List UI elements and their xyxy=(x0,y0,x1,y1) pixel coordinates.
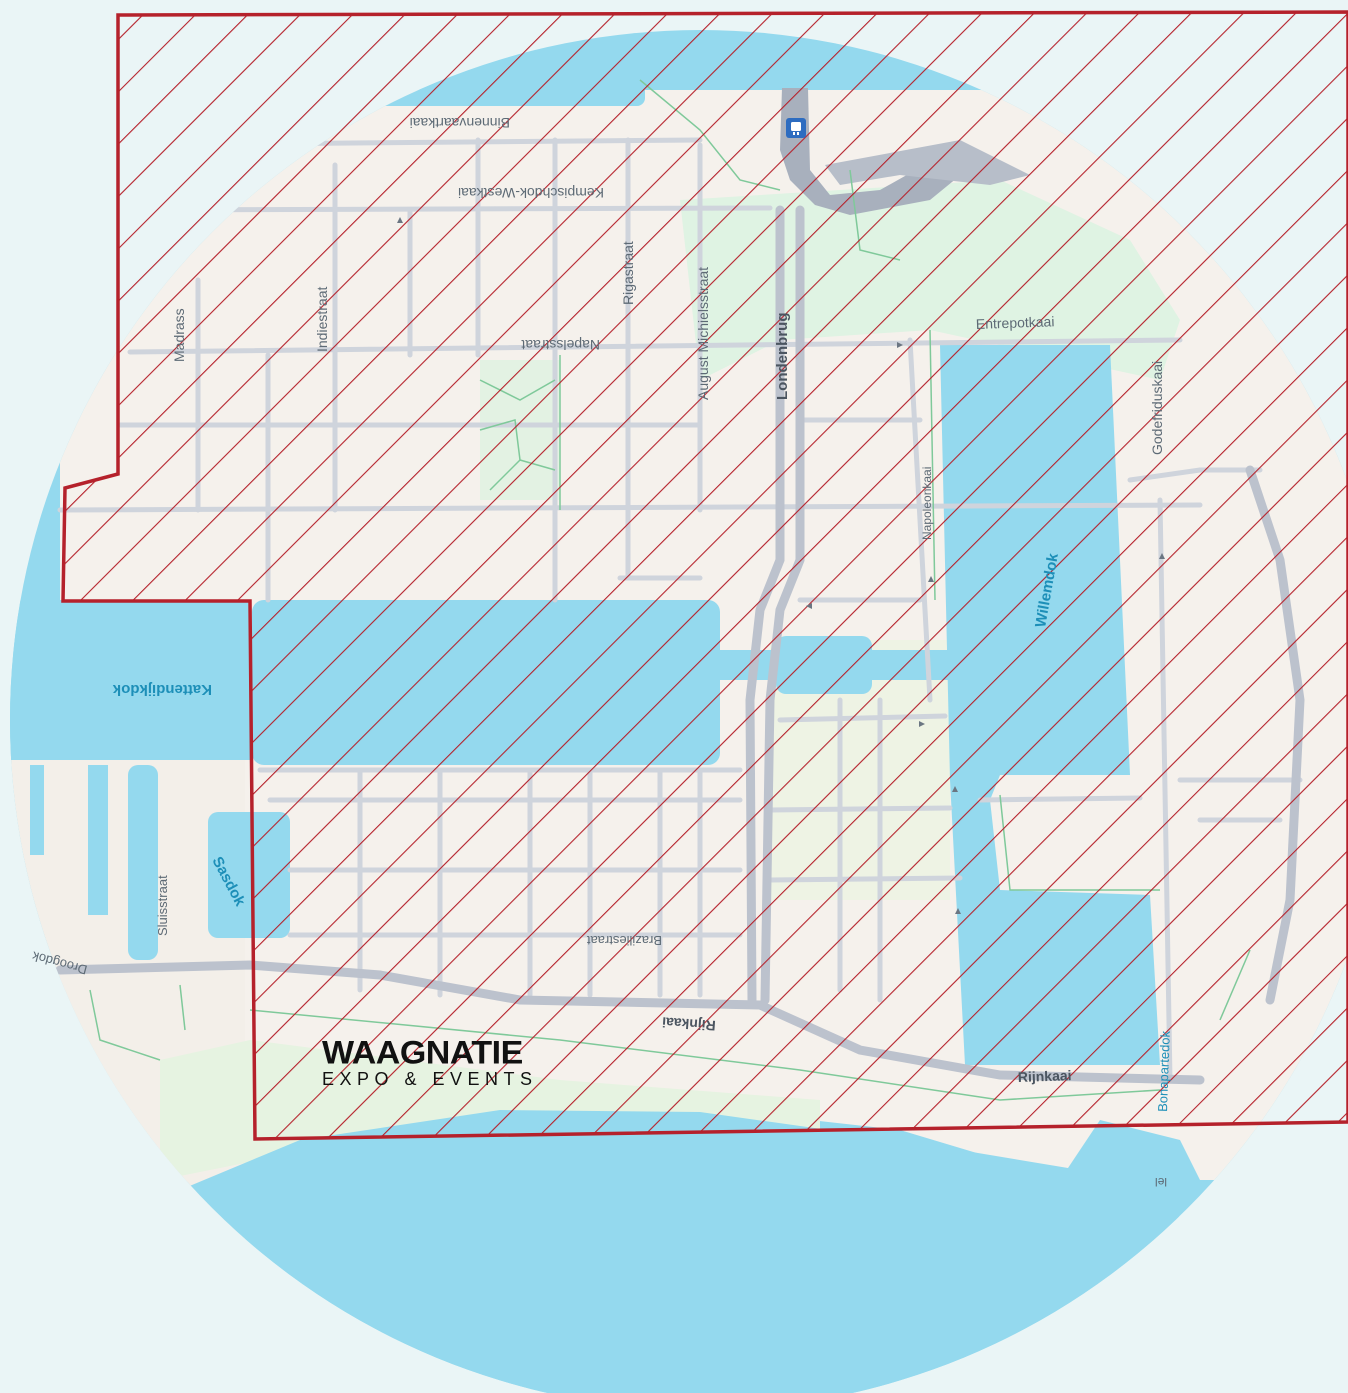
label-napoleonkaai: Napoleonkaai xyxy=(920,467,934,540)
label-napelsstraat: Napelsstraat xyxy=(521,337,600,353)
tram-stop-icon[interactable] xyxy=(786,118,806,138)
water-quay-2 xyxy=(128,765,158,960)
label-rijnkaai-east: Rijnkaai xyxy=(1018,1067,1072,1085)
water-kattendijkdok xyxy=(10,600,250,760)
water-quay-3 xyxy=(88,765,108,915)
water-quay-1 xyxy=(30,765,44,855)
label-madrass: Madrass xyxy=(171,308,187,362)
waagnatie-logo: WAAGNATIE EXPO & EVENTS xyxy=(322,1036,538,1088)
logo-sub-text: EXPO & EVENTS xyxy=(322,1069,538,1089)
label-londenbrug: Londenbrug xyxy=(774,313,791,400)
label-lel: lel xyxy=(1155,1175,1167,1189)
label-entrepotkaai: Entrepotkaai xyxy=(976,313,1055,332)
logo-main-text: WAAGNATIE xyxy=(322,1034,523,1072)
label-kattendijkdok: Kattendijkdok xyxy=(112,681,212,698)
label-binnenvaartkaai: Binnenvaartkaai xyxy=(410,115,510,131)
label-august-michielsstraat: August Michielsstraat xyxy=(695,267,711,400)
label-sluisstraat: Sluisstraat xyxy=(155,875,170,936)
zone-polygon xyxy=(61,10,1348,1141)
label-braziliestraat: Braziliestraat xyxy=(586,933,662,948)
label-bonapartedok: Bonapartedok xyxy=(1155,1030,1173,1112)
label-kempischdok-westkaai: Kempischdok-Westkaai xyxy=(458,185,604,201)
label-rijnkaai-west: Rijnkaai xyxy=(662,1014,717,1034)
direction-arrows xyxy=(397,217,1165,914)
label-rigastraat: Rigastraat xyxy=(620,241,636,305)
label-indiestraat: Indiestraat xyxy=(314,287,330,352)
label-godefriduskaai: Godefriduskaai xyxy=(1149,361,1165,455)
